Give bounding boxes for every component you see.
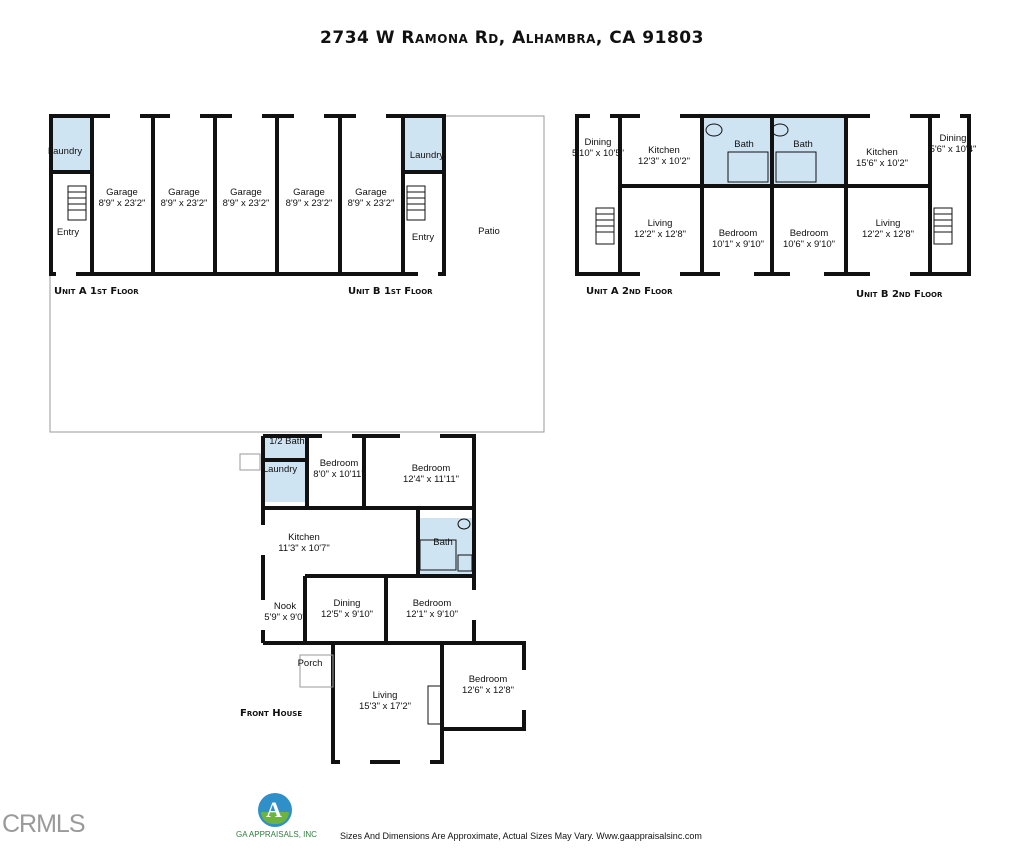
page-title: 2734 W Ramona Rd, Alhambra, CA 91803: [320, 28, 704, 48]
stairs: [67, 185, 426, 221]
wet-room-fills: [51, 116, 846, 574]
brand-name: GA APPRAISALS, INC: [236, 830, 317, 839]
crmls-watermark: CRMLS: [2, 810, 86, 838]
room-label: Bath: [734, 139, 754, 150]
room-label: Entry: [411, 232, 435, 243]
floor-label-unit-a-1st: Unit A 1st Floor: [54, 286, 139, 297]
floor-label-unit-b-1st: Unit B 1st Floor: [348, 286, 433, 297]
room-label: 1/2 Bath: [269, 436, 305, 447]
second-floor-window-gaps: [590, 113, 960, 277]
room-label: Bath: [793, 139, 813, 150]
second-floor-walls: [575, 114, 971, 276]
floor-label-unit-b-2nd: Unit B 2nd Floor: [856, 289, 943, 300]
room-label: Porch: [297, 658, 323, 669]
room-label: Laundry: [262, 464, 298, 475]
second-floor-fixtures: [595, 123, 953, 245]
front-house-fixtures: [239, 453, 473, 725]
ga-appraisals-logo-icon: A: [258, 793, 292, 827]
room-label: Bath: [433, 537, 453, 548]
front-house-window-gaps: [260, 433, 527, 765]
room-label: Laundry: [409, 150, 445, 161]
garage-door-gaps: [56, 113, 438, 277]
room-label: Entry: [56, 227, 80, 238]
floor-label-front-house: Front House: [240, 708, 303, 719]
room-label: Patio: [478, 226, 500, 237]
disclaimer: Sizes And Dimensions Are Approximate, Ac…: [340, 831, 702, 841]
floor-label-unit-a-2nd: Unit A 2nd Floor: [586, 286, 673, 297]
room-label: Laundry: [47, 146, 83, 157]
